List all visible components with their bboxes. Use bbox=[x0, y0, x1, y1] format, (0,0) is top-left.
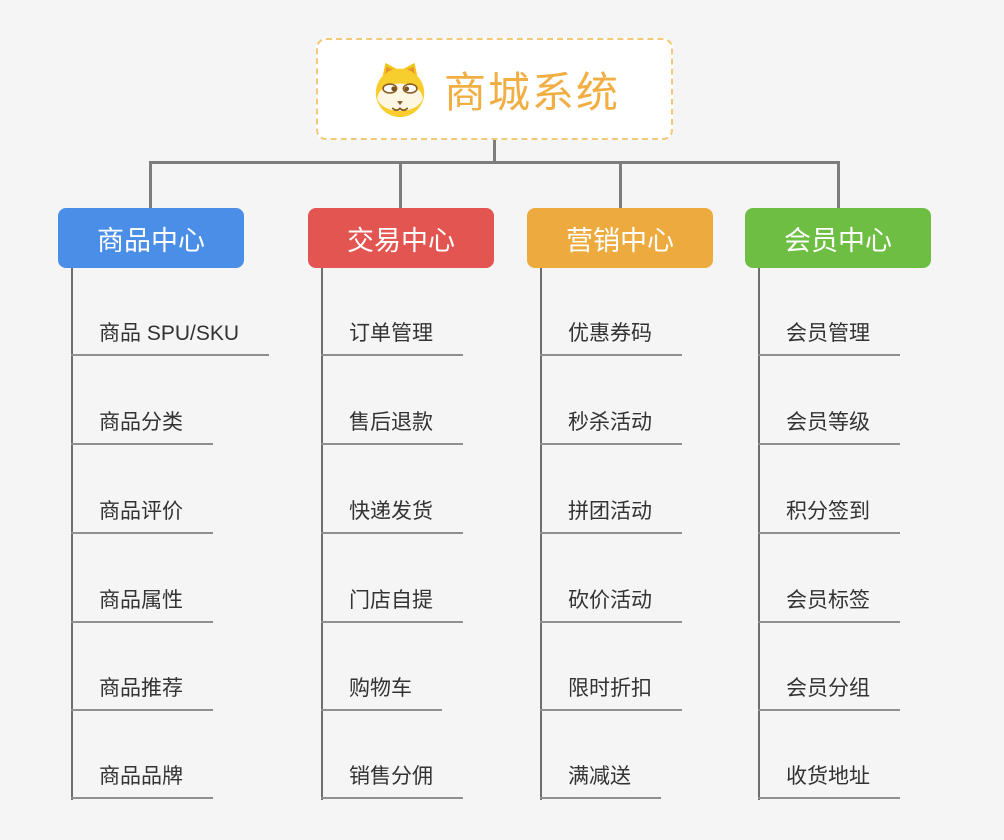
connector-drop-trade bbox=[399, 161, 402, 208]
branch-node-trade-center[interactable]: 交易中心 bbox=[308, 208, 494, 268]
leaf-node[interactable]: 销售分佣 bbox=[321, 762, 463, 799]
leaf-node[interactable]: 限时折扣 bbox=[540, 674, 682, 711]
branch-node-product-center[interactable]: 商品中心 bbox=[58, 208, 244, 268]
connector-drop-marketing bbox=[619, 161, 622, 208]
leaf-node[interactable]: 会员标签 bbox=[758, 586, 900, 623]
leaf-node[interactable]: 会员管理 bbox=[758, 319, 900, 356]
leaf-node[interactable]: 商品属性 bbox=[71, 586, 213, 623]
branch-node-marketing-center[interactable]: 营销中心 bbox=[527, 208, 713, 268]
leaf-node[interactable]: 商品推荐 bbox=[71, 674, 213, 711]
leaf-node[interactable]: 收货地址 bbox=[758, 762, 900, 799]
leaf-node[interactable]: 商品评价 bbox=[71, 497, 213, 534]
leaf-node[interactable]: 门店自提 bbox=[321, 586, 463, 623]
leaf-node[interactable]: 秒杀活动 bbox=[540, 408, 682, 445]
trunk-line-trade bbox=[321, 268, 323, 800]
branch-node-member-center[interactable]: 会员中心 bbox=[745, 208, 931, 268]
leaf-node[interactable]: 订单管理 bbox=[321, 319, 463, 356]
leaf-node[interactable]: 购物车 bbox=[321, 674, 442, 711]
leaf-node[interactable]: 砍价活动 bbox=[540, 586, 682, 623]
trunk-line-product bbox=[71, 268, 73, 800]
root-title: 商城系统 bbox=[443, 68, 620, 116]
connector-drop-product bbox=[149, 161, 152, 208]
leaf-node[interactable]: 优惠券码 bbox=[540, 319, 682, 356]
leaf-node[interactable]: 积分签到 bbox=[758, 497, 900, 534]
connector-horizontal-bar bbox=[149, 161, 840, 164]
connector-drop-member bbox=[837, 161, 840, 208]
leaf-node[interactable]: 快递发货 bbox=[321, 497, 463, 534]
leaf-node[interactable]: 商品品牌 bbox=[71, 762, 213, 799]
leaf-node[interactable]: 拼团活动 bbox=[540, 497, 682, 534]
leaf-node[interactable]: 会员等级 bbox=[758, 408, 900, 445]
leaf-node[interactable]: 满减送 bbox=[540, 762, 661, 799]
dog-face-icon bbox=[375, 62, 425, 118]
leaf-node[interactable]: 会员分组 bbox=[758, 674, 900, 711]
trunk-line-marketing bbox=[540, 268, 542, 800]
leaf-node[interactable]: 商品 SPU/SKU bbox=[71, 319, 270, 356]
leaf-node[interactable]: 商品分类 bbox=[71, 408, 213, 445]
connector-root-stem bbox=[493, 140, 496, 162]
root-node[interactable]: 商城系统 bbox=[316, 38, 673, 140]
leaf-node[interactable]: 售后退款 bbox=[321, 408, 463, 445]
trunk-line-member bbox=[758, 268, 760, 800]
